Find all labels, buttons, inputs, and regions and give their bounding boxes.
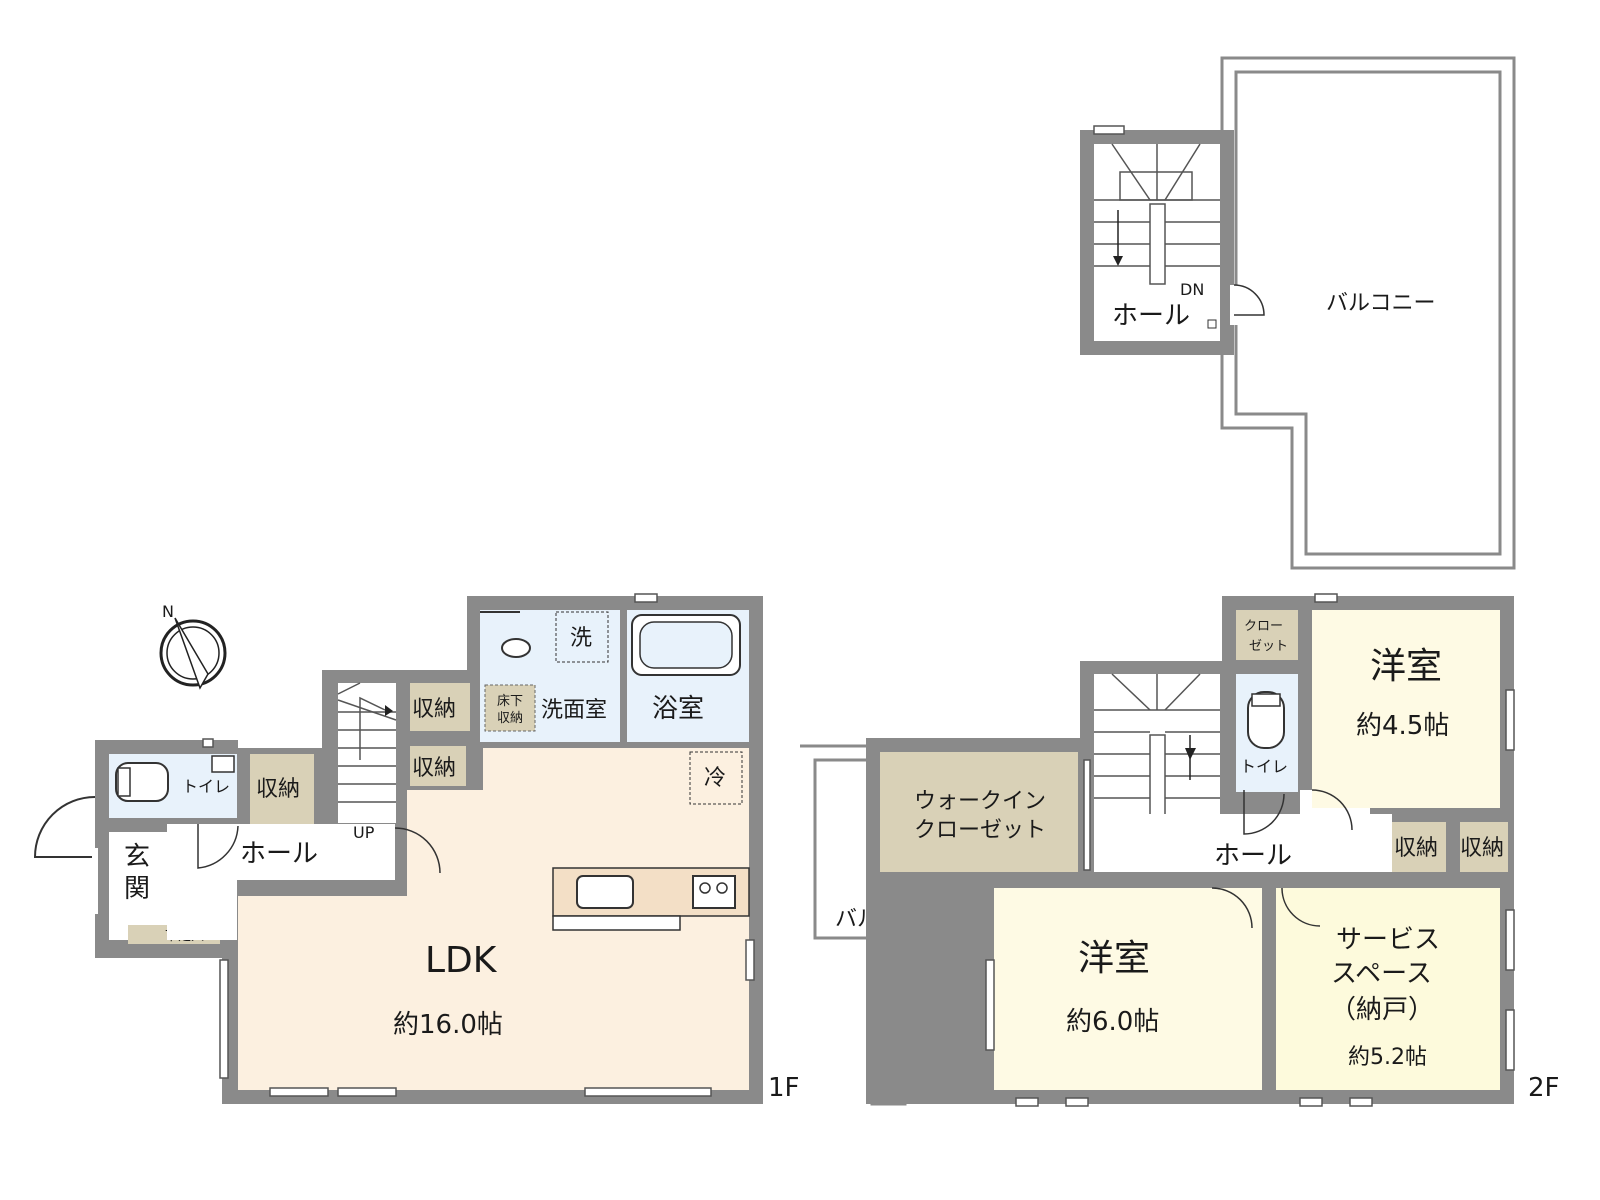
service-space (1276, 888, 1500, 1090)
genkan-label-1: 玄 (124, 842, 150, 872)
wic-label-1: ウォークイン (914, 789, 1046, 814)
underfloor-storage-label-1: 床下 (497, 694, 523, 709)
room-b-area: 約6.0帖 (1066, 1007, 1159, 1037)
hall-2f-label: ホール (1214, 841, 1292, 871)
room-a-area: 約4.5帖 (1356, 711, 1449, 741)
toilet-label: トイレ (182, 777, 230, 796)
storage-label: 収納 (1460, 836, 1504, 861)
washbasin-icon (501, 638, 531, 658)
washroom-label: 洗面室 (541, 698, 607, 723)
floor-1-label: 1F (768, 1073, 800, 1103)
storage-2f-1 (1392, 822, 1446, 872)
entrance-door-icon (33, 796, 96, 858)
bathroom-label: 浴室 (652, 694, 704, 724)
kitchen-sink-icon (576, 875, 634, 909)
wic-label-2: クローゼット (914, 818, 1046, 843)
floor-2: バルコニー ウォークイン クローゼット UP DN (800, 593, 1560, 1107)
walk-in-closet (880, 752, 1078, 872)
storage-label: 収納 (412, 697, 456, 722)
ldk-title: LDK (425, 940, 498, 981)
storage-stair-upper (410, 683, 470, 731)
storage-toilet-side (250, 754, 314, 824)
sink-icon (211, 755, 235, 773)
service-label-1: サービス (1336, 925, 1440, 955)
genkan-label-2: 関 (124, 874, 150, 904)
underfloor-storage-label-2: 収納 (497, 711, 523, 726)
service-area: 約5.2帖 (1348, 1045, 1427, 1070)
roof-balcony (1220, 56, 1516, 570)
western-room-4-5 (1312, 610, 1500, 808)
ldk-area: 約16.0帖 (393, 1010, 503, 1040)
closet-small (1236, 610, 1298, 660)
up-label: UP (353, 823, 375, 842)
roof-door-icon (1233, 284, 1265, 316)
storage-label: 収納 (256, 777, 300, 802)
stair-direction-icon (1113, 256, 1123, 266)
hall-2f (1094, 814, 1392, 872)
floor-3: バルコニー DN ホール (1080, 56, 1516, 570)
room-a-title: 洋室 (1370, 646, 1442, 687)
washer-space (555, 611, 609, 663)
storage-stair-lower (410, 746, 466, 786)
service-label-3: （納戸） (1330, 995, 1434, 1025)
storage-2f-2 (1460, 822, 1508, 872)
service-label-2: スペース (1331, 959, 1432, 989)
floor-2-label: 2F (1528, 1073, 1560, 1103)
toilet-2f-label: トイレ (1240, 757, 1288, 776)
stair-3f-dn-label: DN (1180, 280, 1204, 299)
hall-3f-label: ホール (1112, 301, 1190, 331)
roof-balcony-label: バルコニー (1326, 291, 1436, 316)
floor-1: トイレ 収納 玄 関 下足入 ホール UP (33, 593, 800, 1104)
genkan-area (109, 832, 167, 940)
stair-direction-icon (385, 705, 393, 716)
ldk-room (238, 748, 749, 1090)
fridge-space (689, 751, 743, 805)
fridge-label: 冷 (704, 766, 726, 791)
western-room-6-0 (994, 888, 1262, 1090)
storage-label: 収納 (1394, 836, 1438, 861)
washer-label: 洗 (570, 626, 592, 651)
storage-label: 収納 (412, 756, 456, 781)
room-b-title: 洋室 (1078, 938, 1150, 979)
compass: N (159, 602, 227, 690)
stove-icon (692, 875, 736, 909)
north-label: N (162, 602, 174, 621)
underfloor-storage (484, 684, 536, 732)
closet-label-1: クロー (1244, 619, 1283, 634)
closet-label-2: ゼット (1249, 639, 1288, 654)
hall-label: ホール (240, 839, 318, 869)
